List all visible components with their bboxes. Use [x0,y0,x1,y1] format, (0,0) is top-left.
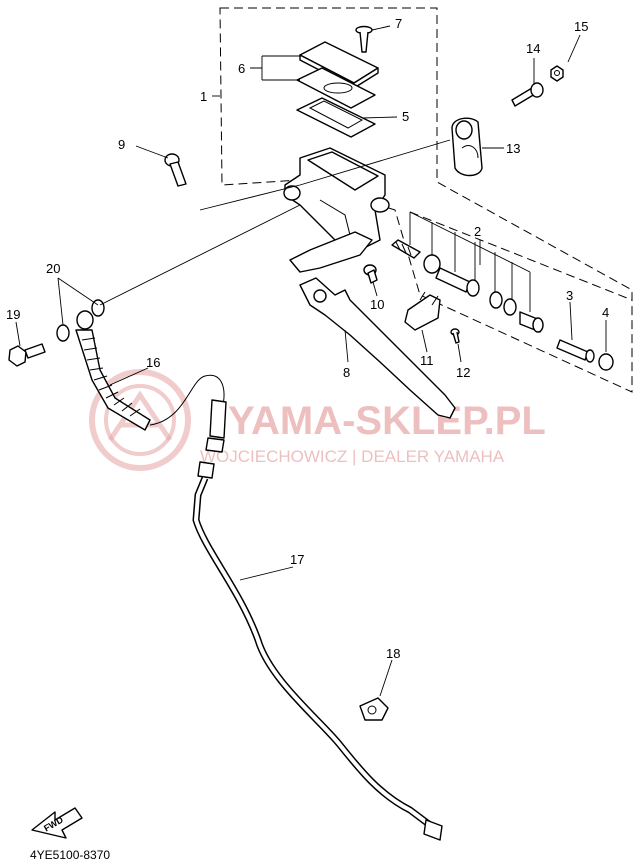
callout-5: 5 [402,109,409,124]
callout-11: 11 [420,353,434,368]
callout-19: 19 [6,307,20,322]
callout-17: 17 [290,552,304,567]
reservoir-plate [296,97,376,138]
catalog-code: 4YE5100-8370 [30,848,110,862]
piston-kit [391,239,544,333]
assembly-boundary [219,7,633,393]
callout-16: 16 [146,355,160,370]
forward-arrow: FWD [31,807,83,839]
leader-lines [15,25,607,697]
union-bolt [8,343,46,367]
callout-18: 18 [386,646,400,661]
assembly-boundary-inner [409,211,633,301]
brake-switch [404,291,441,331]
callout-2: 2 [474,224,481,239]
callout-7: 7 [395,16,402,31]
switch-screw [450,328,460,344]
callout-9: 9 [118,137,125,152]
banjo-bolt [164,153,187,187]
piston-kit-guides [409,211,531,312]
callout-8: 8 [343,365,350,380]
callout-3: 3 [566,288,573,303]
clamp-bolt [511,82,544,107]
callout-20: 20 [46,261,60,276]
callout-10: 10 [370,297,384,312]
dust-cap [598,353,614,371]
brake-hose-upper [75,310,227,453]
cap-screw [355,25,373,53]
handlebar-clamp [451,117,483,177]
callout-15: 15 [574,19,588,34]
callout-1: 1 [200,89,207,104]
callout-14: 14 [526,41,540,56]
brake-lever [289,231,456,419]
push-rod [556,339,595,363]
brake-pipe [192,461,443,841]
reservoir-diaphragm [296,67,376,109]
pipe-clip [359,697,389,721]
callout-numbers: 1 2 3 4 5 6 7 8 9 10 11 12 13 14 15 16 1… [6,16,609,661]
callout-12: 12 [456,365,470,380]
watermark-subtitle: WOJCIECHOWICZ | DEALER YAMAHA [200,447,505,466]
callout-4: 4 [602,305,609,320]
reservoir-cap [299,41,379,89]
lever-pivot-bolt [363,264,378,284]
callout-6: 6 [238,61,245,76]
clamp-nut [550,65,564,82]
watermark-title: YAMA-SKLEP.PL [228,399,546,443]
callout-13: 13 [506,141,520,156]
watermark: YAMA-SKLEP.PL WOJCIECHOWICZ | DEALER YAM… [89,369,546,471]
